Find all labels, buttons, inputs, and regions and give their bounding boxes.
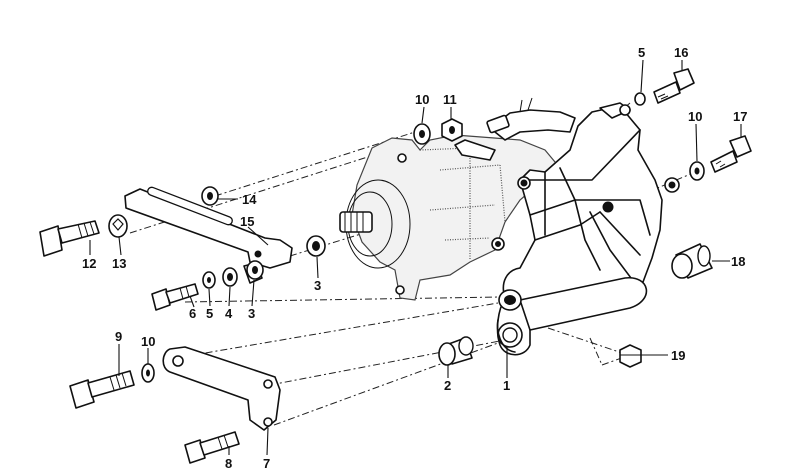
bolt-8 (184, 431, 240, 464)
nut-19 (619, 344, 642, 368)
part-label-17: 17 (733, 109, 747, 124)
part-label-7: 7 (263, 456, 270, 471)
part-label-10-right: 10 (688, 109, 702, 124)
part-label-4: 4 (225, 306, 233, 321)
part-label-12: 12 (82, 256, 96, 271)
support-bracket (496, 102, 680, 356)
washer-13 (108, 214, 128, 238)
part-label-19: 19 (671, 348, 685, 363)
part-label-16: 16 (674, 45, 688, 60)
washer-stack-left (202, 260, 264, 289)
part-label-14: 14 (242, 192, 257, 207)
part-label-13: 13 (112, 256, 126, 271)
part-label-3-right: 3 (314, 278, 321, 293)
part-label-8: 8 (225, 456, 232, 471)
slotted-strut (124, 186, 293, 269)
part-label-6: 6 (189, 306, 196, 321)
lower-strut (162, 346, 281, 431)
washer-nut-top (413, 118, 463, 145)
part-label-1: 1 (503, 378, 510, 393)
part-label-2: 2 (444, 378, 451, 393)
rubber-mount-2 (438, 336, 474, 366)
bolt-16 (634, 68, 695, 106)
leader-lines (89, 59, 742, 456)
rubber-mount-18 (671, 243, 713, 279)
spacer-3 (306, 235, 326, 257)
part-label-9: 9 (115, 329, 122, 344)
injection-pump (339, 97, 576, 301)
part-label-5-top: 5 (638, 45, 645, 60)
part-labels: 14 15 12 13 6 5 4 3 3 10 11 5 16 10 17 1… (82, 45, 747, 471)
bolt-17 (689, 135, 752, 181)
washer-14 (201, 186, 219, 206)
bolt-9 (69, 363, 155, 409)
part-label-15: 15 (240, 214, 254, 229)
bolt-6 (151, 283, 199, 311)
part-label-10-lower: 10 (141, 334, 155, 349)
part-label-10-top: 10 (415, 92, 429, 107)
part-label-11: 11 (443, 92, 457, 107)
part-label-18: 18 (731, 254, 745, 269)
part-label-5: 5 (206, 306, 213, 321)
bolt-12 (39, 220, 100, 257)
part-label-3-left: 3 (248, 306, 255, 321)
